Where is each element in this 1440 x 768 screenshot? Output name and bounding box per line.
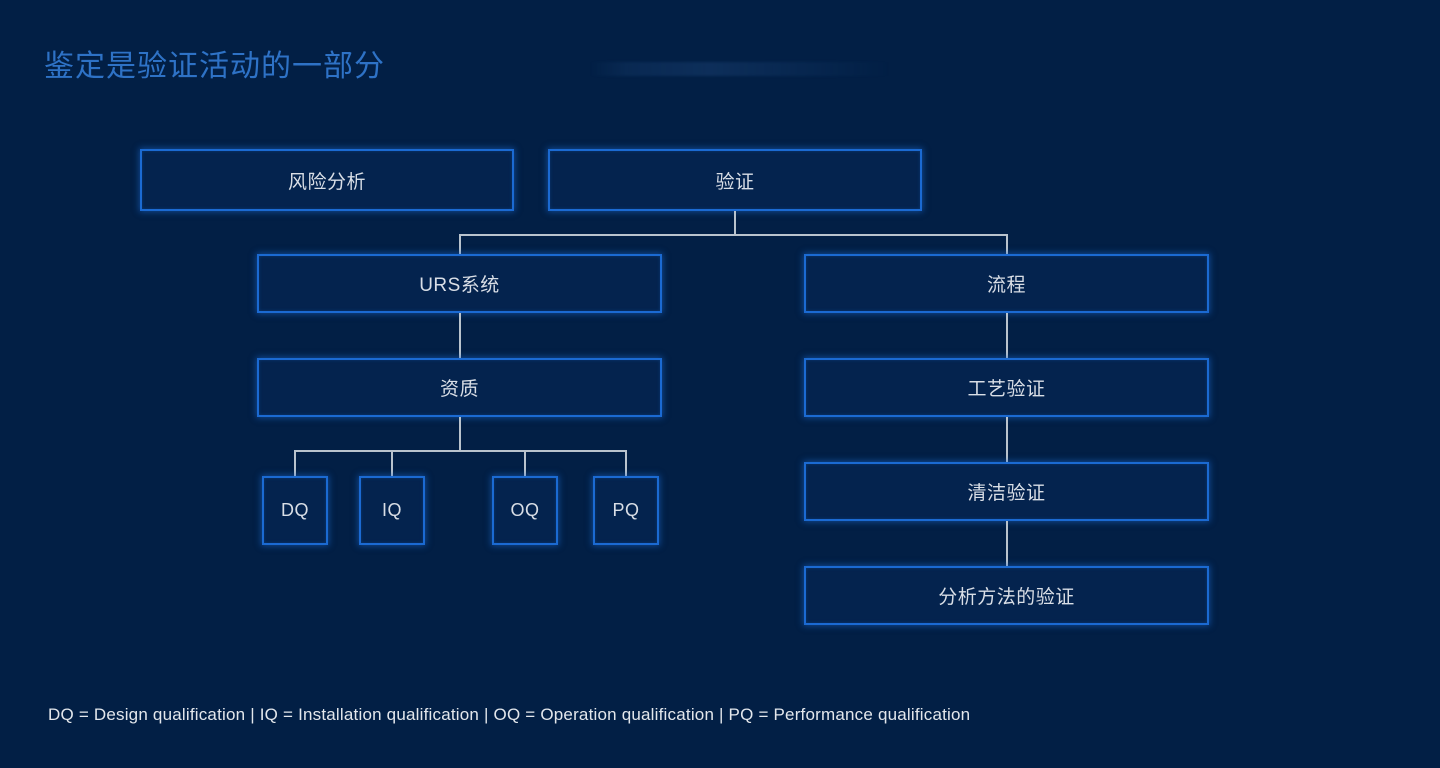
node-process-validation[interactable]: 工艺验证 <box>804 358 1209 417</box>
node-iq[interactable]: IQ <box>359 476 425 545</box>
node-label: DQ <box>281 500 309 520</box>
node-label: PQ <box>612 500 640 520</box>
connector-urs-to-qualification <box>459 313 461 358</box>
node-label: 清洁验证 <box>967 483 1046 504</box>
node-qualification[interactable]: 资质 <box>257 358 662 417</box>
abbreviation-legend: DQ = Design qualification | IQ = Install… <box>48 705 971 724</box>
node-label: 验证 <box>715 171 755 193</box>
node-label: 风险分析 <box>287 171 366 193</box>
node-oq[interactable]: OQ <box>492 476 558 545</box>
node-label: URS系统 <box>419 275 500 296</box>
node-label: 资质 <box>439 379 479 400</box>
connector-qualification-bar <box>294 450 626 452</box>
connector-to-dq <box>294 450 296 476</box>
node-dq[interactable]: DQ <box>262 476 328 545</box>
connector-to-process <box>1006 234 1008 254</box>
node-analytical-method-validation[interactable]: 分析方法的验证 <box>804 566 1209 625</box>
node-pq[interactable]: PQ <box>593 476 659 545</box>
connector-process-validation-to-cleaning <box>1006 417 1008 462</box>
connector-process-to-process-validation <box>1006 313 1008 358</box>
connector-to-pq <box>625 450 627 476</box>
node-risk-analysis[interactable]: 风险分析 <box>140 149 514 211</box>
node-validation[interactable]: 验证 <box>548 149 922 211</box>
node-label: IQ <box>381 500 402 520</box>
background-watermark <box>590 62 890 76</box>
node-cleaning-validation[interactable]: 清洁验证 <box>804 462 1209 521</box>
connector-cleaning-to-analytical <box>1006 521 1008 566</box>
node-label: 工艺验证 <box>967 379 1046 400</box>
node-urs-system[interactable]: URS系统 <box>257 254 662 313</box>
node-process[interactable]: 流程 <box>804 254 1209 313</box>
connector-to-iq <box>391 450 393 476</box>
page-title: 鉴定是验证活动的一部分 <box>44 50 385 83</box>
connector-qualification-down <box>459 417 461 451</box>
connector-to-oq <box>524 450 526 476</box>
connector-validation-down <box>734 211 736 235</box>
node-label: OQ <box>510 500 540 520</box>
node-label: 流程 <box>986 275 1026 296</box>
connector-validation-split <box>459 234 1008 236</box>
connector-to-urs <box>459 234 461 254</box>
node-label: 分析方法的验证 <box>938 587 1075 608</box>
